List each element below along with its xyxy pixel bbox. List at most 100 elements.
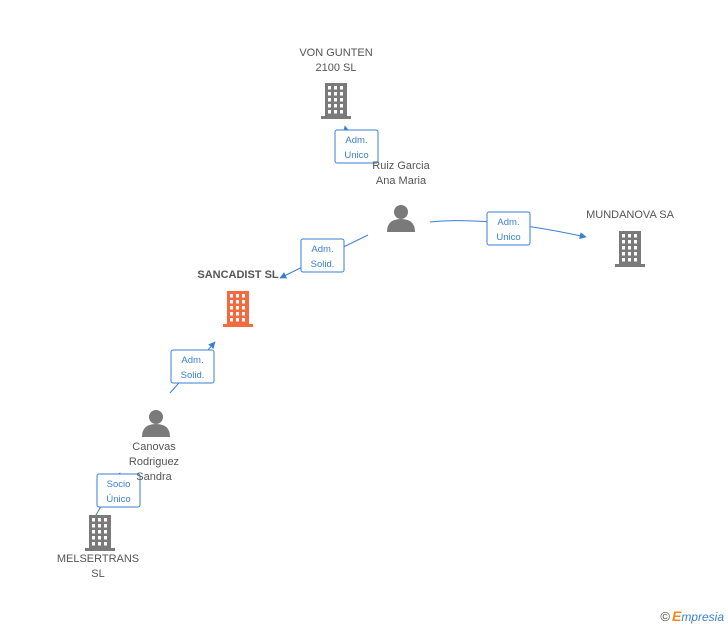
edge-canovas-sancadist: Adm.Solid.: [169, 341, 216, 394]
node-von_gunten[interactable]: VON GUNTEN 2100 SL: [299, 47, 373, 119]
building-window: [628, 252, 631, 256]
building-window: [98, 524, 101, 528]
building-window: [628, 240, 631, 244]
building-window: [104, 518, 107, 522]
edge-ruiz_garcia-mundanova: Adm. Unico: [429, 211, 587, 246]
building-window: [104, 536, 107, 540]
person-icon[interactable]: [142, 410, 170, 437]
role-badge[interactable]: [96, 473, 141, 508]
building-window: [622, 258, 625, 262]
building-window: [104, 530, 107, 534]
building-window: [230, 312, 233, 316]
building-window: [328, 110, 331, 114]
building-window: [334, 98, 337, 102]
role-badge[interactable]: [170, 349, 215, 384]
role-badge[interactable]: [334, 129, 379, 164]
building-window: [328, 92, 331, 96]
building-window: [634, 258, 637, 262]
building-window: [92, 518, 95, 522]
role-badge[interactable]: [300, 238, 345, 273]
building-window: [622, 246, 625, 250]
building-window: [334, 110, 337, 114]
building-window: [634, 246, 637, 250]
building-window: [104, 542, 107, 546]
building-window: [98, 536, 101, 540]
node-label: Sandra: [136, 471, 172, 483]
node-label: Canovas: [132, 441, 176, 453]
building-window: [92, 530, 95, 534]
building-window: [634, 240, 637, 244]
building-window: [236, 318, 239, 322]
building-window: [340, 86, 343, 90]
building-window: [92, 536, 95, 540]
node-label: SL: [91, 568, 104, 580]
building-window: [98, 542, 101, 546]
brand-initial: E: [671, 608, 682, 624]
role-label: Adm.: [311, 244, 333, 255]
role-label: Unico: [496, 232, 520, 243]
building-window: [98, 530, 101, 534]
building-window: [340, 104, 343, 108]
node-mundanova[interactable]: MUNDANOVA SA: [586, 209, 675, 267]
building-window: [236, 312, 239, 316]
building-window: [242, 306, 245, 310]
building-window: [92, 542, 95, 546]
copyright-symbol: ©: [660, 609, 670, 624]
node-label: Rodriguez: [129, 456, 179, 468]
person-body: [142, 424, 170, 437]
node-label: MELSERTRANS: [57, 553, 139, 565]
building-base: [321, 116, 351, 119]
building-base: [223, 324, 253, 327]
node-sancadist[interactable]: SANCADIST SL: [197, 269, 279, 327]
building-icon[interactable]: [85, 515, 115, 551]
role-label: Adm.: [497, 217, 519, 228]
building-window: [328, 104, 331, 108]
building-window: [236, 306, 239, 310]
building-window: [340, 92, 343, 96]
role-label: Socio: [107, 479, 131, 490]
role-label: Único: [106, 494, 130, 505]
building-icon[interactable]: [321, 83, 351, 119]
person-icon[interactable]: [387, 205, 415, 232]
node-melsertrans[interactable]: MELSERTRANS SL: [57, 515, 139, 580]
node-label: 2100 SL: [316, 62, 357, 74]
building-window: [328, 98, 331, 102]
building-window: [334, 92, 337, 96]
building-window: [236, 300, 239, 304]
brand-name: mpresia: [681, 610, 724, 624]
building-window: [242, 318, 245, 322]
building-window: [622, 252, 625, 256]
person-head: [394, 205, 408, 219]
building-window: [622, 240, 625, 244]
building-window: [340, 110, 343, 114]
edges-layer: Adm.UnicoAdm.UnicoAdm.Solid.Adm.Solid.So…: [95, 125, 587, 516]
building-window: [628, 258, 631, 262]
role-label: Unico: [344, 150, 368, 161]
building-window: [242, 300, 245, 304]
edge-ruiz_garcia-sancadist: Adm.Solid.: [279, 234, 369, 279]
building-window: [230, 318, 233, 322]
node-label: MUNDANOVA SA: [586, 209, 674, 221]
edge-ruiz_garcia-von_gunten: Adm. Unico: [334, 125, 379, 164]
role-label: Adm.: [345, 135, 367, 146]
building-window: [98, 518, 101, 522]
role-badge[interactable]: [486, 211, 531, 246]
footer-brand: ©Empresia: [660, 608, 724, 624]
building-window: [230, 300, 233, 304]
building-window: [328, 86, 331, 90]
person-body: [387, 219, 415, 232]
building-icon[interactable]: [223, 291, 253, 327]
building-window: [230, 294, 233, 298]
building-window: [628, 234, 631, 238]
building-window: [104, 524, 107, 528]
building-window: [334, 86, 337, 90]
building-window: [634, 252, 637, 256]
node-label: VON GUNTEN: [299, 47, 372, 59]
role-label: Adm.: [181, 355, 203, 366]
building-icon[interactable]: [615, 231, 645, 267]
